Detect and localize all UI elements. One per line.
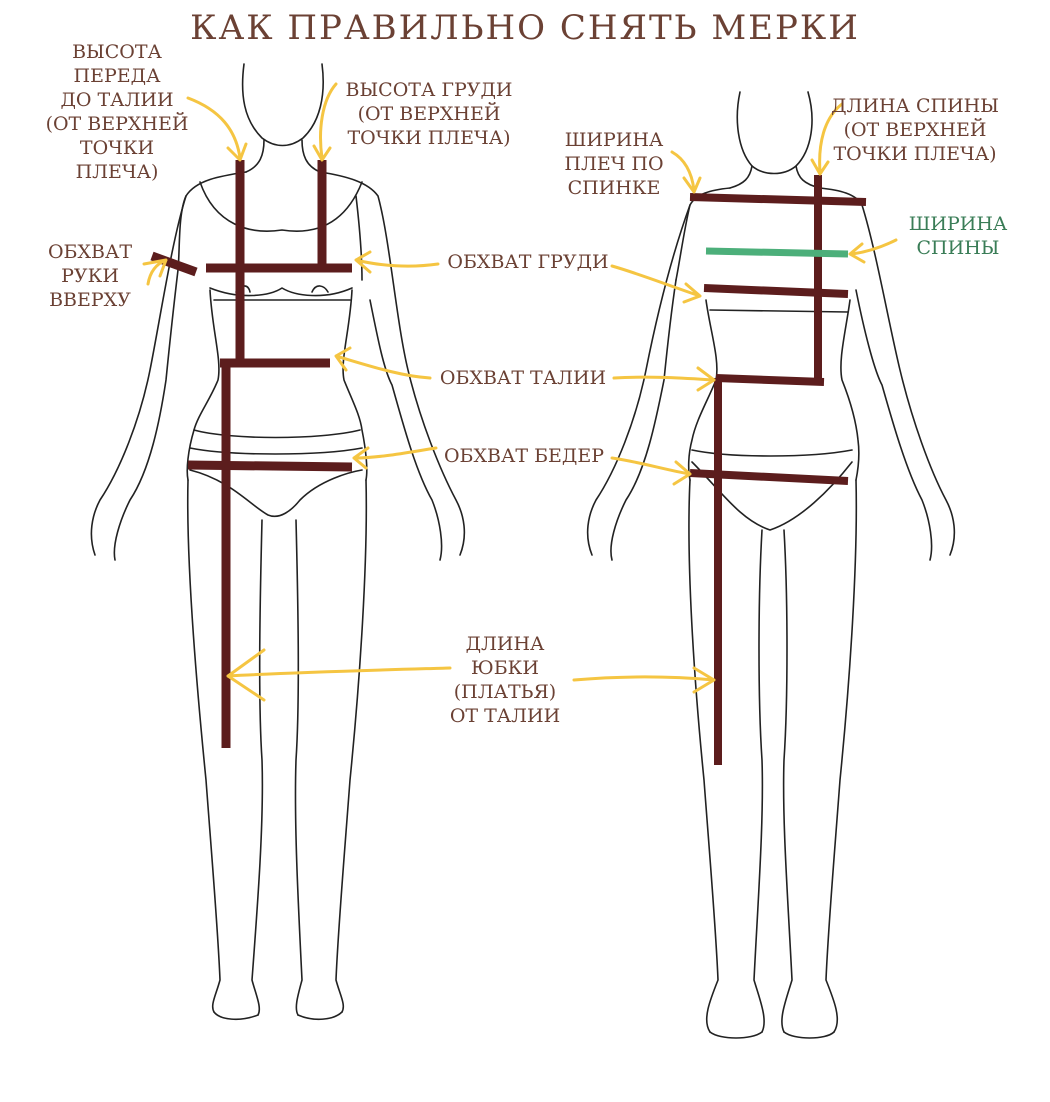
- arrows: [144, 84, 896, 700]
- back-measure-lines: [690, 175, 866, 765]
- back-width-arrow: [850, 240, 896, 262]
- skirt-arrow-back: [574, 668, 714, 692]
- label-upper-arm-girth: ОБХВАТ РУКИ ВВЕРХУ: [40, 240, 140, 312]
- label-skirt-length: ДЛИНА ЮБКИ (ПЛАТЬЯ) ОТ ТАЛИИ: [430, 632, 580, 728]
- back-width-line: [706, 251, 848, 254]
- label-back-width: ШИРИНА СПИНЫ: [898, 212, 1018, 260]
- shoulder-width-line: [690, 197, 866, 202]
- label-bust-height: ВЫСОТА ГРУДИ (ОТ ВЕРХНЕЙ ТОЧКИ ПЛЕЧА): [334, 78, 524, 150]
- back-bust-line: [704, 288, 848, 294]
- back-waist-line: [716, 378, 824, 382]
- back-waist-arrow: [614, 368, 714, 390]
- label-waist-girth: ОБХВАТ ТАЛИИ: [430, 366, 616, 390]
- bust-arrow: [356, 252, 438, 272]
- back-hip-arrow: [612, 458, 690, 484]
- front-height-arrow: [188, 98, 246, 160]
- front-figure-outline: [91, 64, 464, 1019]
- label-back-length: ДЛИНА СПИНЫ (ОТ ВЕРХНЕЙ ТОЧКИ ПЛЕЧА): [820, 94, 1010, 166]
- label-bust-girth: ОБХВАТ ГРУДИ: [438, 250, 618, 274]
- back-hip-line: [690, 473, 848, 481]
- label-shoulder-width-back: ШИРИНА ПЛЕЧ ПО СПИНКЕ: [554, 128, 674, 200]
- label-hip-girth: ОБХВАТ БЕДЕР: [436, 444, 612, 468]
- front-hip-line: [188, 465, 352, 467]
- bust-height-arrow: [314, 84, 336, 160]
- shoulder-arrow: [672, 152, 700, 192]
- label-front-height-to-waist: ВЫСОТА ПЕРЕДА ДО ТАЛИИ (ОТ ВЕРХНЕЙ ТОЧКИ…: [42, 40, 192, 184]
- back-bust-arrow: [612, 266, 700, 302]
- waist-arrow: [336, 348, 430, 378]
- skirt-arrow-front: [228, 650, 450, 700]
